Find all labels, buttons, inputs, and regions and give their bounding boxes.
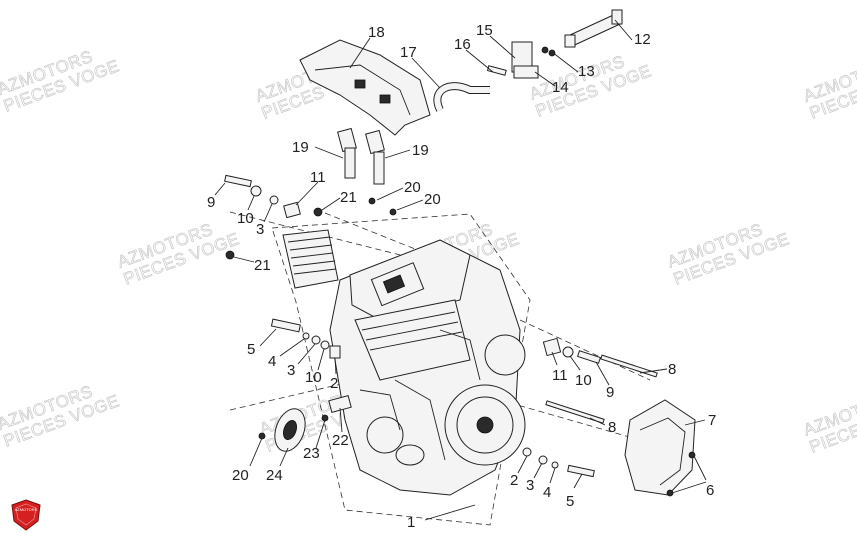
- ignition-coil: [365, 129, 385, 185]
- bolt-9: [576, 350, 602, 364]
- callout-label: 24: [266, 467, 283, 484]
- callout-label: 19: [292, 139, 309, 156]
- dashed-line: [499, 399, 641, 441]
- sprocket: [274, 408, 306, 452]
- nut-21: [313, 207, 323, 217]
- dashed-line: [324, 212, 431, 256]
- callout-label: 9: [207, 194, 215, 211]
- callout-label: 8: [608, 419, 616, 436]
- washer-3: [538, 455, 548, 465]
- bolt-5: [270, 318, 301, 333]
- washer-10: [320, 340, 330, 350]
- regulator-rectifier: [282, 229, 339, 289]
- callout-label: 19: [412, 142, 429, 159]
- spacer-11: [283, 201, 301, 219]
- ignition-coil: [337, 127, 357, 179]
- callout-label: 21: [340, 189, 357, 206]
- callout-label: 3: [287, 362, 295, 379]
- callout-label: 2: [510, 472, 518, 489]
- washer-3: [311, 335, 321, 345]
- valve-assembly: [511, 41, 556, 79]
- top-cover: [299, 39, 431, 136]
- callout-label: 11: [310, 169, 326, 186]
- callout-label: 18: [368, 24, 385, 41]
- callouts: 18 17 16 15 12 13 14 19 19 11 21 20 20 9…: [207, 22, 716, 531]
- callout-label: 14: [552, 79, 569, 96]
- callout-label: 10: [305, 369, 322, 386]
- assembly-outline: [271, 213, 531, 526]
- nut-20: [368, 197, 376, 205]
- callout-label: 23: [303, 445, 320, 462]
- plate-22: [328, 395, 352, 413]
- washer-4: [551, 461, 559, 469]
- washer-2: [522, 447, 532, 457]
- callout-label: 20: [404, 179, 421, 196]
- dashed-line: [229, 211, 421, 261]
- callout-label: 10: [237, 210, 254, 227]
- spacer-2: [329, 345, 341, 359]
- screw-16: [486, 65, 507, 76]
- logo-highlight: [15, 503, 37, 526]
- logo-text: AZMOTORS: [15, 507, 38, 512]
- callout-label: 10: [575, 372, 592, 389]
- callout-label: 4: [543, 484, 551, 501]
- azmotors-logo: AZMOTORS: [11, 499, 41, 531]
- callout-label: 2: [330, 375, 338, 392]
- sprocket-cover: [624, 399, 696, 497]
- callout-label: 16: [454, 36, 471, 53]
- callout-label: 3: [526, 477, 534, 494]
- nut-20: [389, 208, 397, 216]
- nut-21: [225, 250, 235, 260]
- callout-label: 9: [606, 384, 614, 401]
- leader-lines: [214, 19, 707, 521]
- long-bolt-8: [545, 400, 605, 424]
- callout-label: 8: [668, 361, 676, 378]
- long-bolt-8: [600, 354, 658, 378]
- dashed-line: [519, 319, 651, 381]
- callout-label: 5: [247, 341, 255, 358]
- callout-label: 20: [232, 467, 249, 484]
- callout-label: 13: [578, 63, 595, 80]
- callout-label: 12: [634, 31, 651, 48]
- callout-label: 20: [424, 191, 441, 208]
- callout-label: 4: [268, 353, 276, 370]
- callout-label: 11: [552, 367, 568, 384]
- callout-label: 7: [708, 412, 716, 429]
- callout-label: 6: [706, 482, 714, 499]
- hose-inner: [434, 83, 490, 112]
- pipe: [564, 9, 623, 48]
- callout-label: 22: [332, 432, 349, 449]
- callout-label: 3: [256, 221, 264, 238]
- callout-label: 17: [400, 44, 417, 61]
- logo-shield-icon: [11, 499, 41, 531]
- callout-label: 15: [476, 22, 493, 39]
- washer-10: [562, 346, 574, 358]
- callout-label: 5: [566, 493, 574, 510]
- spacer-11: [542, 337, 562, 357]
- washer-10: [250, 185, 262, 197]
- bolt-5: [567, 464, 595, 478]
- engine-block: [329, 239, 526, 496]
- callout-label: 21: [254, 257, 271, 274]
- washer-4: [302, 332, 310, 340]
- washer-3: [269, 195, 279, 205]
- bolt-9: [224, 174, 252, 188]
- dashed-line: [229, 374, 381, 411]
- callout-label: 1: [407, 514, 415, 531]
